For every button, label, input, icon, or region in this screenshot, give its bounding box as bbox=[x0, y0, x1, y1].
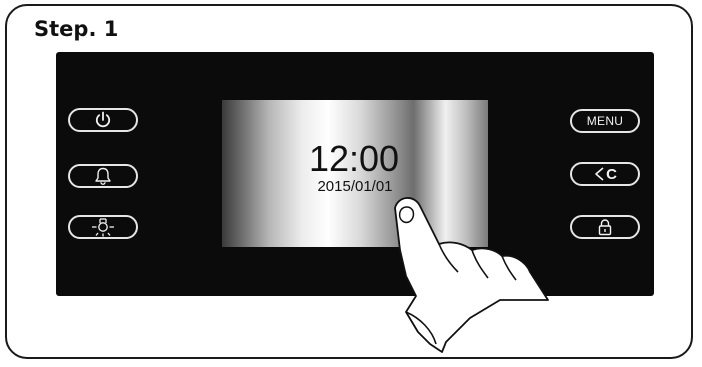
menu-button[interactable]: MENU bbox=[570, 109, 640, 133]
bell-icon bbox=[92, 166, 114, 186]
lock-icon bbox=[595, 217, 615, 237]
back-button[interactable]: C bbox=[570, 162, 640, 186]
power-icon bbox=[93, 110, 113, 130]
light-button[interactable] bbox=[68, 215, 138, 239]
step-title: Step. 1 bbox=[34, 17, 118, 41]
power-button[interactable] bbox=[68, 108, 138, 132]
lock-button[interactable] bbox=[570, 215, 640, 239]
back-label: C bbox=[606, 166, 617, 183]
clock-time: 12:00 bbox=[221, 138, 487, 180]
menu-label: MENU bbox=[587, 114, 624, 128]
light-bulb-icon bbox=[88, 216, 118, 238]
chevron-left-icon bbox=[593, 166, 605, 182]
alarm-button[interactable] bbox=[68, 164, 138, 188]
display-screen[interactable]: 12:00 2015/01/01 bbox=[222, 100, 488, 247]
clock-date: 2015/01/01 bbox=[222, 178, 488, 195]
